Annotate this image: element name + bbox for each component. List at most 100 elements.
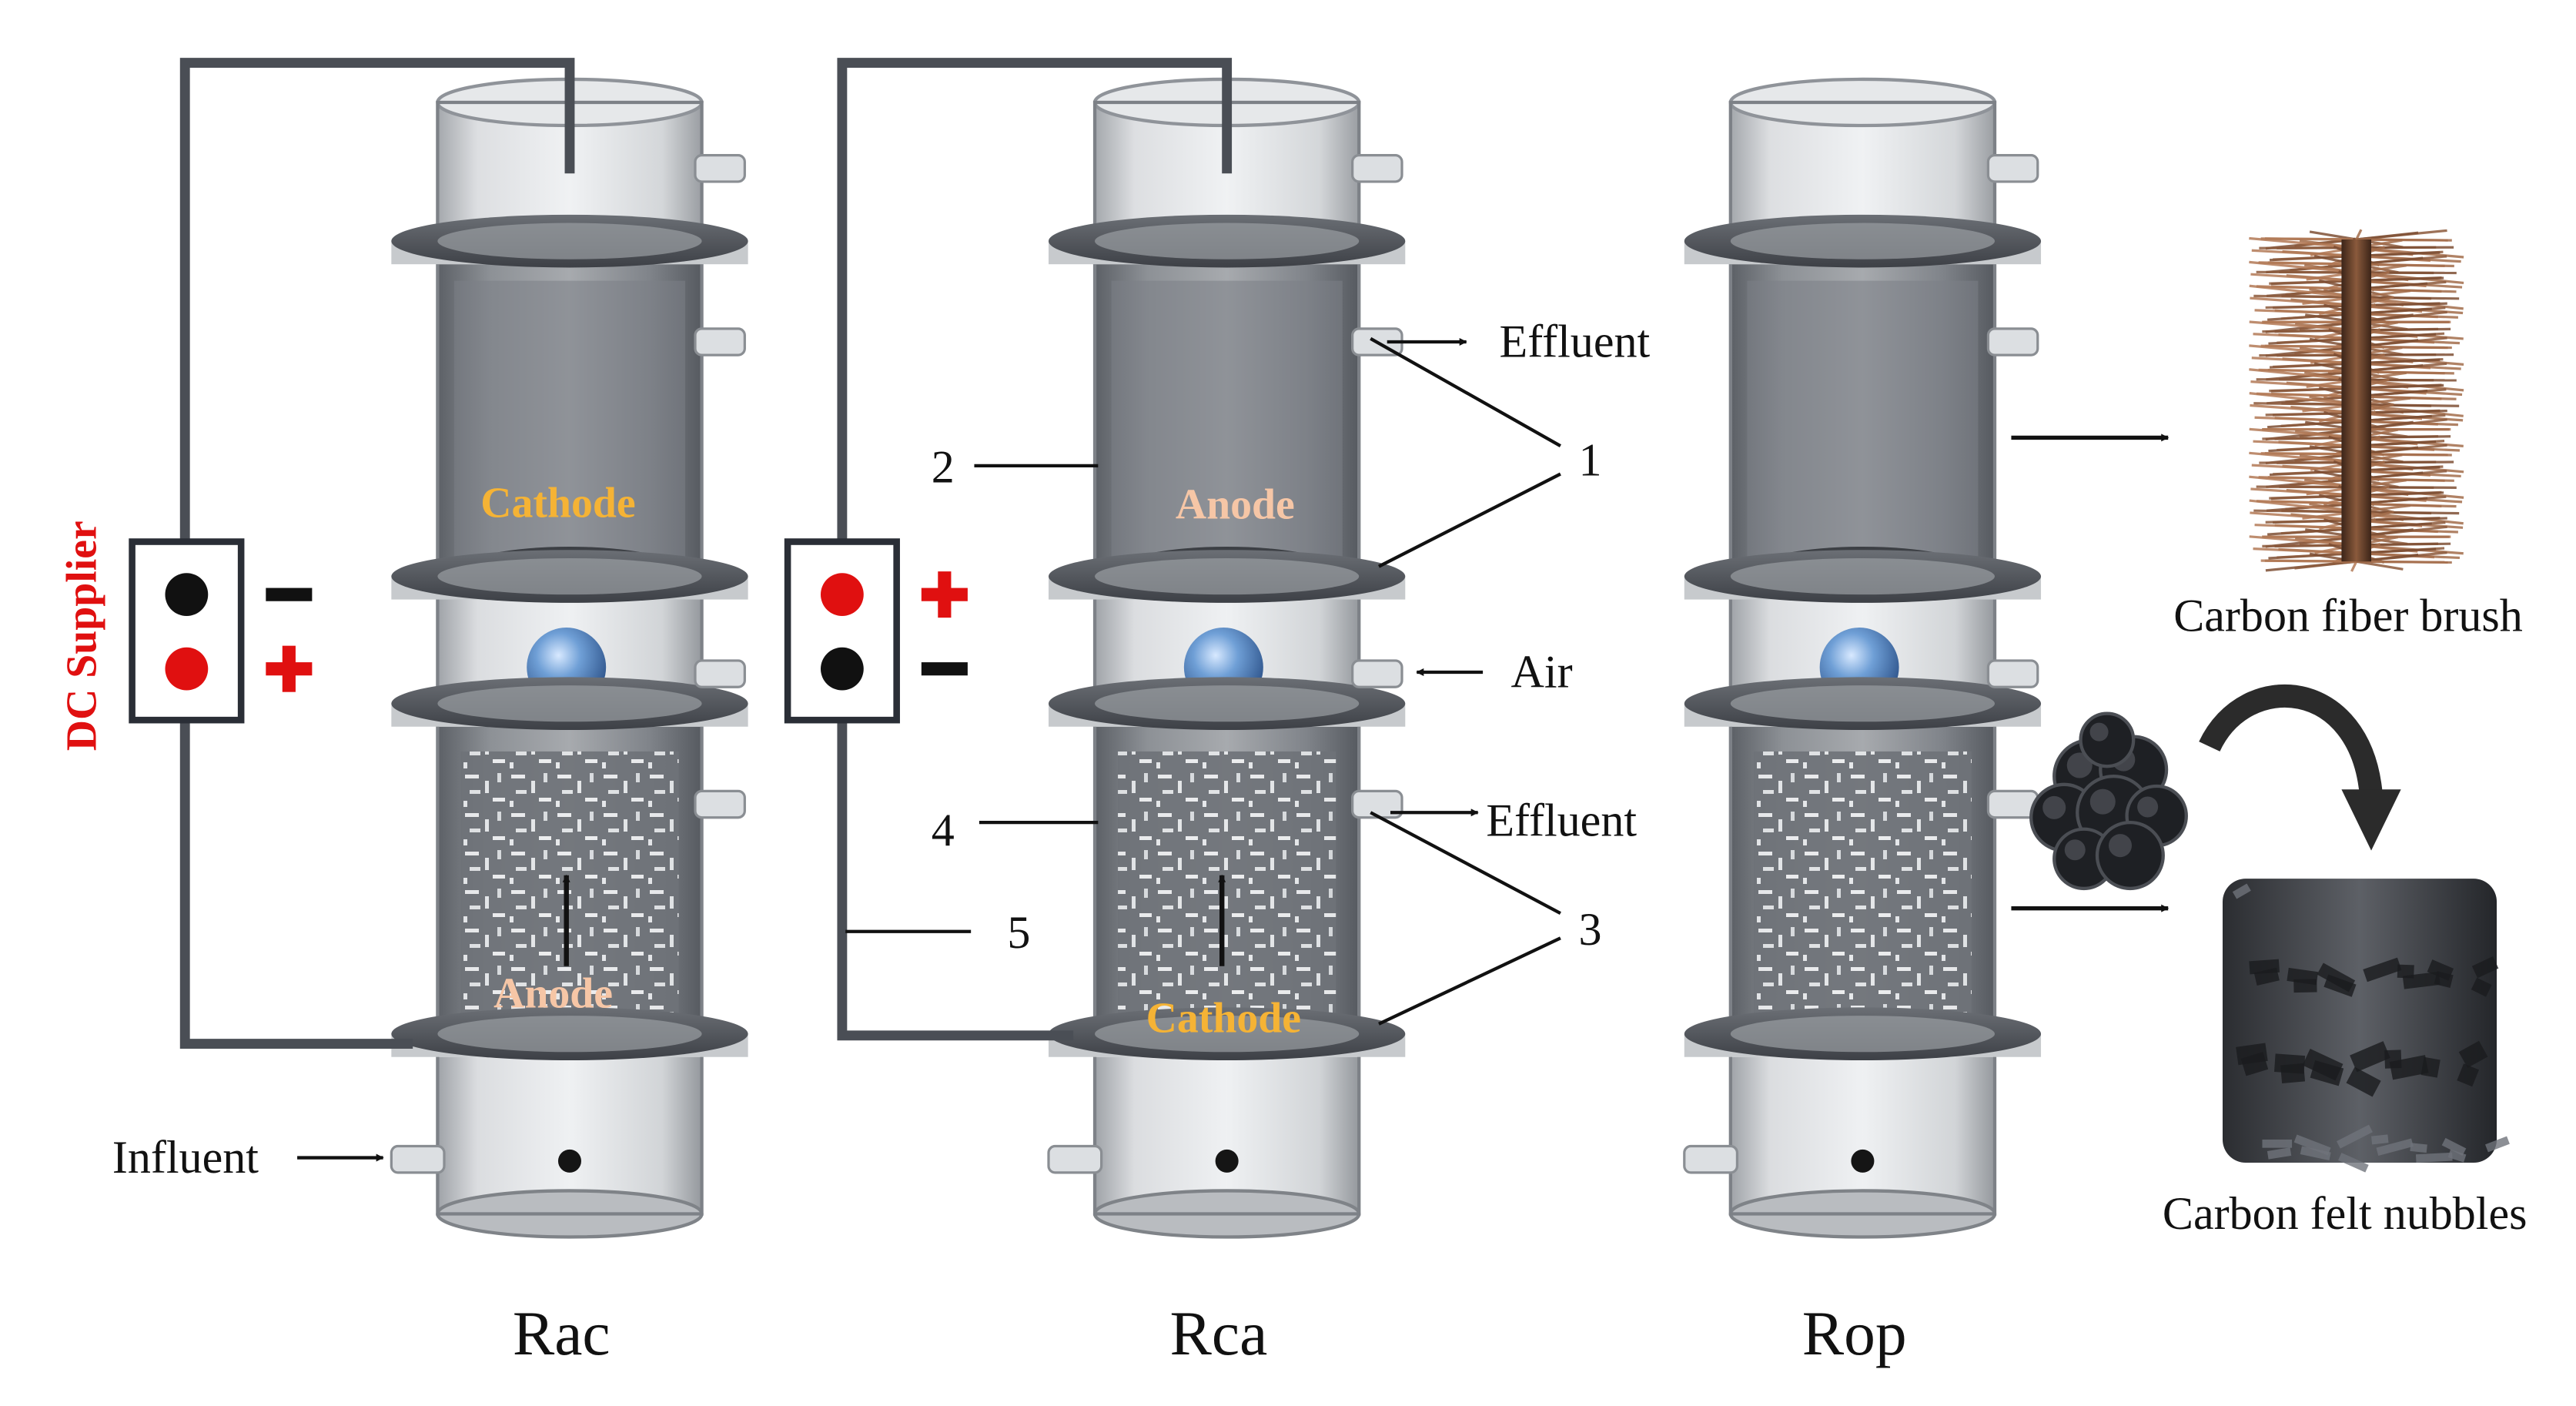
side-port xyxy=(1986,327,2039,357)
felt-piece xyxy=(2346,1066,2381,1097)
felt-piece xyxy=(2249,959,2280,975)
brush-fiber xyxy=(2249,475,2357,489)
brush-fiber xyxy=(2356,353,2454,357)
felt-piece xyxy=(2410,1143,2427,1153)
felt-piece xyxy=(2338,1153,2369,1173)
inlet-port xyxy=(1047,1144,1103,1174)
felt-piece xyxy=(2371,1134,2389,1145)
callout-1-line-b xyxy=(1377,472,1561,568)
reactor-rop xyxy=(1683,77,2042,1239)
brush-fiber xyxy=(2250,487,2357,497)
brush-fiber xyxy=(2256,285,2357,290)
felt-piece xyxy=(2300,1146,2331,1161)
rac-anode-label: Anode xyxy=(493,969,613,1017)
plus-sign-icon xyxy=(282,645,296,692)
felt-piece xyxy=(2457,1063,2480,1087)
felt-highlight xyxy=(2089,722,2109,741)
felt-highlight xyxy=(2109,834,2133,858)
carbon-felt-cluster-image xyxy=(2029,711,2188,891)
brush-fiber xyxy=(2256,500,2357,505)
negative-terminal xyxy=(165,573,209,617)
brush-fiber xyxy=(2258,476,2357,480)
callout-4: 4 xyxy=(932,804,955,855)
brush-fiber xyxy=(2249,344,2357,357)
brush-fiber xyxy=(2253,547,2357,555)
felt-highlight xyxy=(2089,788,2116,815)
brush-fiber xyxy=(2251,249,2357,258)
felt-piece xyxy=(2441,1137,2467,1157)
brush-fiber xyxy=(2356,345,2452,350)
brush-core xyxy=(2341,239,2372,562)
jar-body xyxy=(2222,879,2497,1163)
supply-box xyxy=(784,538,900,724)
dc-supplier-label: DC Supplier xyxy=(58,521,105,751)
curved-arrow xyxy=(2199,684,2384,798)
brush-fiber xyxy=(2262,544,2357,548)
brush-fiber xyxy=(2249,451,2357,464)
brush-fiber xyxy=(2254,309,2357,316)
brush-fiber xyxy=(2251,357,2357,365)
callout-5: 5 xyxy=(1007,906,1030,958)
brush-fiber xyxy=(2259,353,2357,357)
tube-outline xyxy=(1728,100,1997,1216)
felt-highlight xyxy=(2066,752,2093,778)
brush-fiber xyxy=(2356,238,2452,242)
carbon-fiber-brush-image xyxy=(2249,229,2464,572)
brush-fiber xyxy=(2259,246,2357,249)
minus-sign-icon xyxy=(266,588,313,601)
brush-fiber xyxy=(2254,524,2357,530)
brush-fiber xyxy=(2249,535,2357,547)
felt-piece xyxy=(2458,1040,2488,1068)
felt-piece xyxy=(2447,1149,2467,1163)
felt-nubble xyxy=(2095,821,2165,891)
brush-fiber xyxy=(2250,296,2357,307)
callout-1-line-a xyxy=(1370,336,1561,447)
granular-electrode xyxy=(460,751,679,1033)
brush-fiber xyxy=(2259,460,2357,464)
brush-fiber xyxy=(2251,464,2357,472)
brush-fiber xyxy=(2249,427,2357,439)
callout-2: 2 xyxy=(932,440,955,492)
felt-piece xyxy=(2317,962,2356,993)
brush-fiber xyxy=(2249,499,2357,514)
brush-fiber xyxy=(2356,246,2454,249)
felt-piece xyxy=(2293,1134,2331,1156)
flange-opening xyxy=(1730,685,1996,722)
brush-fiber xyxy=(2356,511,2460,515)
brush-fiber xyxy=(2262,436,2357,440)
brush-fiber xyxy=(2249,392,2357,407)
side-port xyxy=(694,659,746,688)
felt-piece xyxy=(2236,1043,2268,1066)
flange-opening xyxy=(437,685,702,722)
air-label: Air xyxy=(1511,645,1573,697)
minus-sign-icon xyxy=(921,662,968,676)
brush-fiber xyxy=(2253,402,2357,407)
brush-fiber xyxy=(2253,509,2357,514)
felt-piece xyxy=(2336,1124,2373,1149)
felt-highlight xyxy=(2137,796,2159,818)
brush-fiber xyxy=(2356,435,2451,439)
rac-cathode-label: Cathode xyxy=(480,479,635,527)
side-port xyxy=(1351,154,1403,183)
flange-opening xyxy=(1095,685,1360,722)
side-port xyxy=(694,327,746,357)
side-port xyxy=(694,154,746,183)
negative-terminal xyxy=(821,647,864,691)
rca-anode-label: Anode xyxy=(1176,480,1295,528)
brush-fiber xyxy=(2258,368,2357,373)
brush-fiber xyxy=(2250,403,2357,414)
effluent-lower-label: Effluent xyxy=(1486,794,1637,845)
rca-cathode-label: Cathode xyxy=(1146,995,1301,1043)
brush-fiber xyxy=(2356,296,2460,300)
flange-opening xyxy=(437,557,702,595)
felt-piece xyxy=(2420,1056,2441,1078)
felt-piece xyxy=(2471,956,2499,979)
brush-fiber xyxy=(2253,333,2357,340)
sampling-port xyxy=(1851,1149,1875,1173)
flange-opening xyxy=(437,1016,702,1053)
supply-box xyxy=(129,538,245,724)
brush-fiber xyxy=(2265,304,2357,310)
upper-electrode xyxy=(1747,280,1979,570)
felt-piece xyxy=(2287,967,2319,986)
